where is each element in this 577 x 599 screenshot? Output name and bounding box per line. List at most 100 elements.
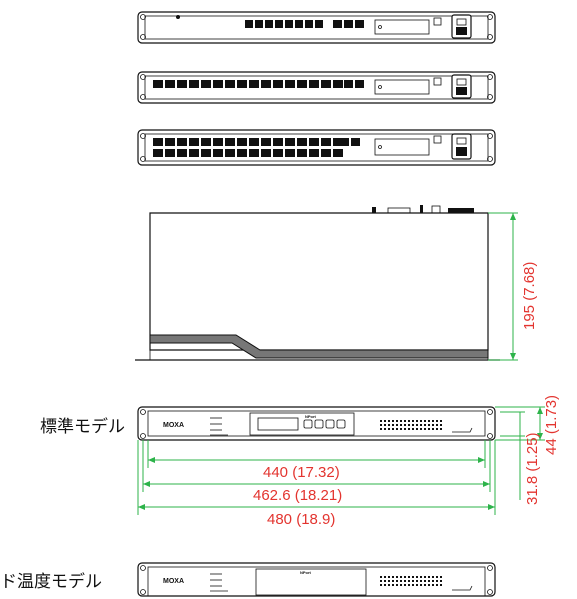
rj45-port bbox=[201, 138, 211, 146]
status-led bbox=[420, 428, 422, 430]
rj45-port bbox=[261, 149, 271, 157]
standard-model-label: 標準モデル bbox=[40, 417, 125, 437]
status-led bbox=[380, 420, 382, 422]
status-led bbox=[384, 420, 386, 422]
status-led bbox=[436, 428, 438, 430]
status-led bbox=[420, 576, 422, 578]
status-led bbox=[428, 428, 430, 430]
status-led bbox=[404, 580, 406, 582]
status-led bbox=[404, 420, 406, 422]
rj45-port bbox=[245, 20, 253, 28]
status-led bbox=[416, 584, 418, 586]
rj45-port bbox=[333, 149, 343, 157]
status-led bbox=[388, 424, 390, 426]
status-led bbox=[428, 580, 430, 582]
status-led bbox=[440, 420, 442, 422]
status-led bbox=[420, 424, 422, 426]
rj45-port bbox=[315, 20, 323, 28]
front-view-wide-temp: MOXA NPort bbox=[137, 562, 496, 597]
rj45-port bbox=[213, 80, 223, 88]
status-led bbox=[388, 584, 390, 586]
rj45-port bbox=[177, 138, 187, 146]
rj45-port bbox=[237, 80, 247, 88]
status-led bbox=[392, 428, 394, 430]
status-led bbox=[408, 424, 410, 426]
status-led bbox=[400, 428, 402, 430]
rj45-port bbox=[273, 80, 283, 88]
status-led bbox=[380, 584, 382, 586]
rear-view-32-port bbox=[137, 71, 496, 104]
rj45-port bbox=[321, 149, 331, 157]
status-led bbox=[392, 584, 394, 586]
status-led bbox=[408, 420, 410, 422]
rj45-port bbox=[153, 138, 163, 146]
rj45-port bbox=[351, 138, 360, 146]
status-led bbox=[440, 428, 442, 430]
rj45-port bbox=[177, 80, 187, 88]
status-led bbox=[428, 420, 430, 422]
status-led bbox=[388, 580, 390, 582]
width-462-label: 462.6 (18.21) bbox=[253, 487, 342, 504]
rj45-port bbox=[285, 138, 295, 146]
rj45-port bbox=[225, 138, 235, 146]
rj45-port bbox=[165, 138, 175, 146]
rj45-port bbox=[201, 80, 211, 88]
rj45-port bbox=[305, 20, 313, 28]
rear-view-16-port bbox=[137, 11, 496, 44]
rj45-port bbox=[295, 20, 303, 28]
wide-temp-model-label: ド温度モデル bbox=[0, 572, 102, 592]
status-led bbox=[436, 424, 438, 426]
moxa-logo-wide: MOXA bbox=[163, 578, 184, 585]
status-led bbox=[380, 428, 382, 430]
status-led bbox=[432, 420, 434, 422]
status-led bbox=[440, 576, 442, 578]
status-led bbox=[392, 580, 394, 582]
status-led bbox=[412, 428, 414, 430]
status-led bbox=[428, 576, 430, 578]
status-led bbox=[404, 428, 406, 430]
status-led bbox=[436, 580, 438, 582]
status-led bbox=[396, 424, 398, 426]
status-led bbox=[396, 580, 398, 582]
rj45-port bbox=[333, 80, 342, 88]
rj45-port bbox=[297, 80, 307, 88]
status-led bbox=[400, 580, 402, 582]
status-led bbox=[412, 576, 414, 578]
status-led bbox=[400, 584, 402, 586]
status-led bbox=[440, 424, 442, 426]
rj45-port bbox=[225, 149, 235, 157]
status-led bbox=[396, 420, 398, 422]
front-view-standard: MOXA NPort bbox=[137, 406, 496, 441]
rj45-port bbox=[153, 80, 163, 88]
rj45-port bbox=[237, 149, 247, 157]
rear-view-double-row bbox=[137, 129, 496, 166]
rj45-port bbox=[355, 20, 364, 28]
status-led bbox=[408, 580, 410, 582]
rj45-port bbox=[309, 149, 319, 157]
height-31-label: 31.8 (1.25) bbox=[524, 432, 541, 505]
width-480-label: 480 (18.9) bbox=[267, 511, 335, 528]
rj45-port bbox=[355, 80, 364, 88]
status-led bbox=[380, 576, 382, 578]
status-led bbox=[380, 424, 382, 426]
status-led bbox=[384, 584, 386, 586]
status-led bbox=[432, 424, 434, 426]
rj45-port bbox=[249, 138, 259, 146]
rj45-port bbox=[213, 149, 223, 157]
status-led bbox=[412, 420, 414, 422]
status-led bbox=[424, 424, 426, 426]
rj45-port bbox=[285, 80, 295, 88]
status-led bbox=[428, 424, 430, 426]
status-led bbox=[408, 576, 410, 578]
status-led bbox=[400, 576, 402, 578]
status-led bbox=[396, 428, 398, 430]
status-led bbox=[404, 584, 406, 586]
rj45-port bbox=[225, 80, 235, 88]
rj45-port bbox=[309, 138, 319, 146]
rj45-port bbox=[321, 80, 331, 88]
rj45-port bbox=[273, 149, 283, 157]
rj45-port bbox=[153, 149, 163, 157]
status-led bbox=[432, 576, 434, 578]
rj45-port bbox=[333, 138, 343, 146]
status-led bbox=[416, 428, 418, 430]
